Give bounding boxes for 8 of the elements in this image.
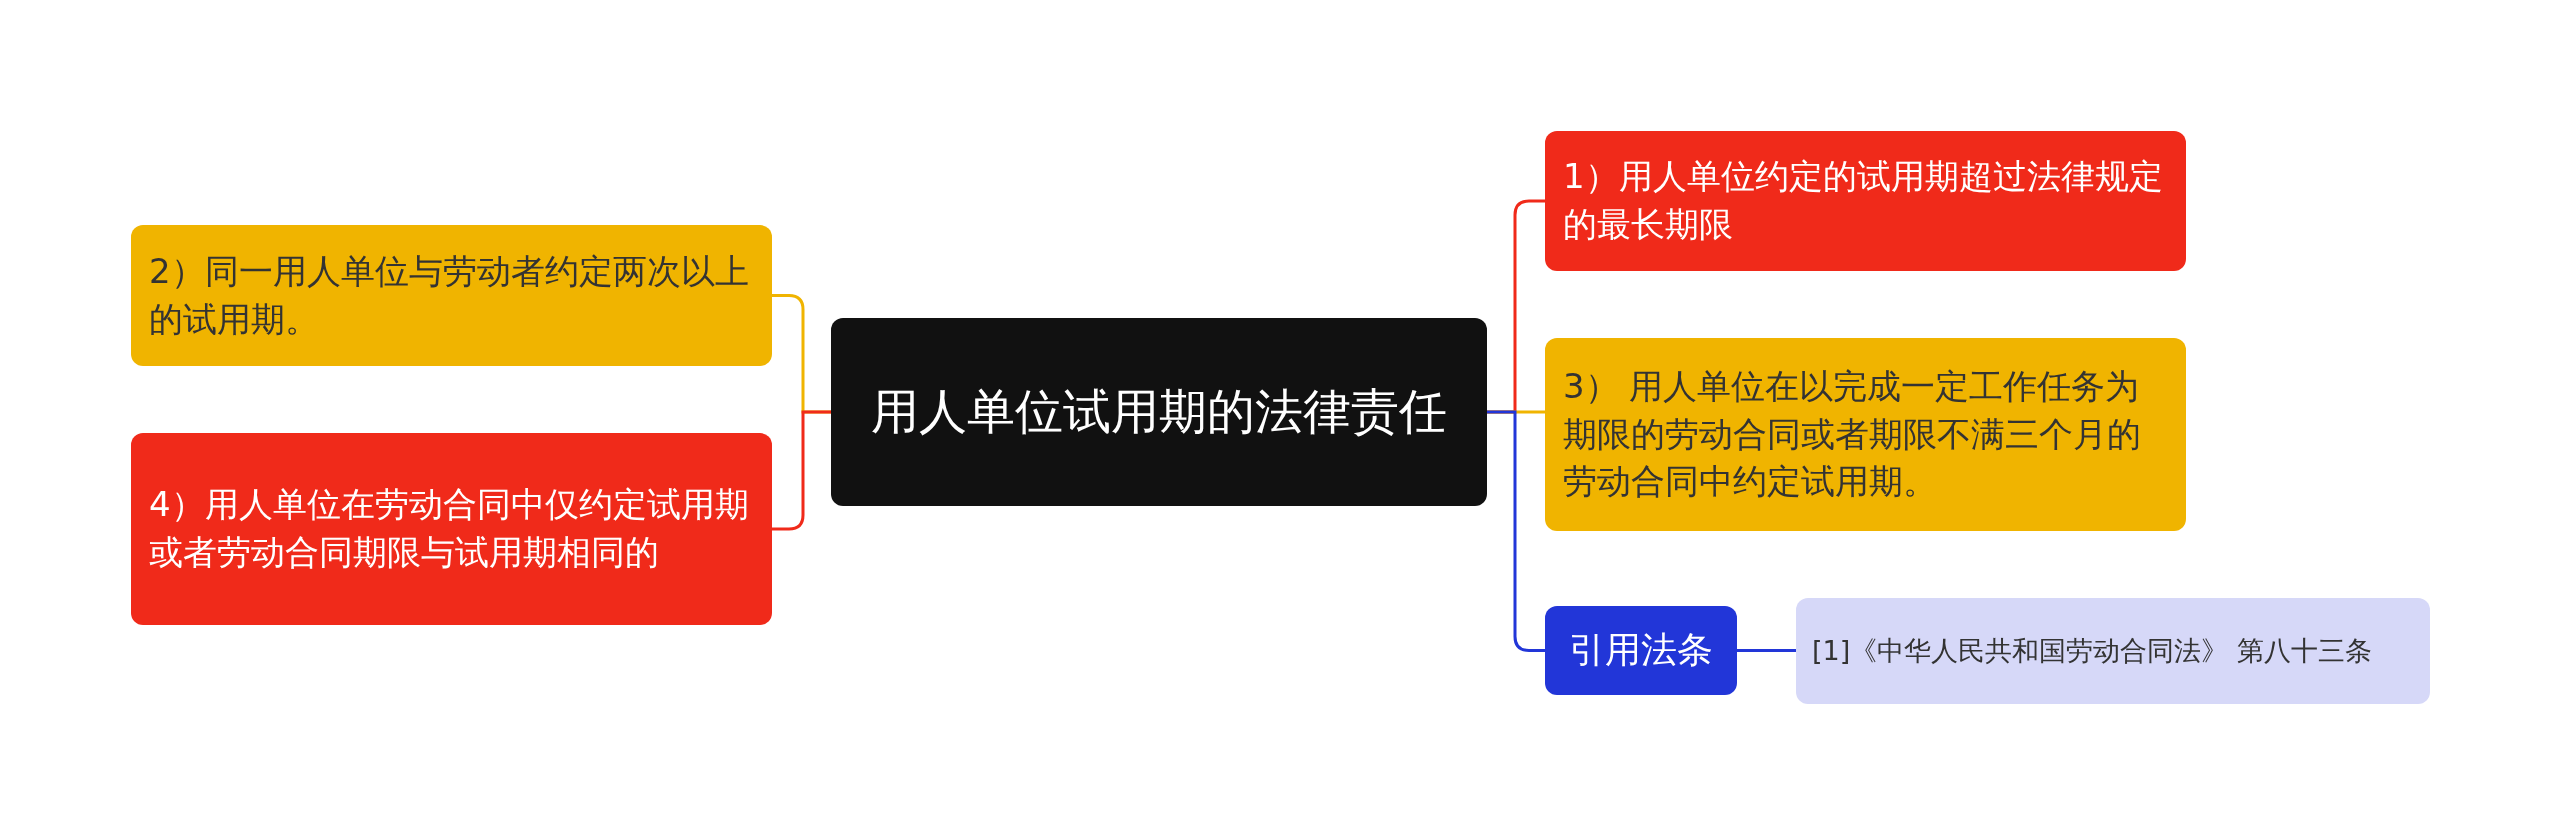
topic-box: 引用法条 [1545, 606, 1737, 695]
subtopic-box: 2）同一用人单位与劳动者约定两次以上的试用期。 [131, 225, 772, 366]
note-box: [1]《中华人民共和国劳动合同法》 第八十三条 [1796, 598, 2430, 704]
subtopic-box: 3） 用人单位在以完成一定工作任务为期限的劳动合同或者期限不满三个月的劳动合同中约定试用期。 [1545, 338, 2186, 531]
connector-line [1737, 649, 1796, 652]
subtopic-box: 1）用人单位约定的试用期超过法律规定的最长期限 [1545, 131, 2186, 271]
central-topic-box: 用人单位试用期的法律责任 [831, 318, 1487, 506]
subtopic-box: 4）用人单位在劳动合同中仅约定试用期或者劳动合同期限与试用期相同的 [131, 433, 772, 625]
